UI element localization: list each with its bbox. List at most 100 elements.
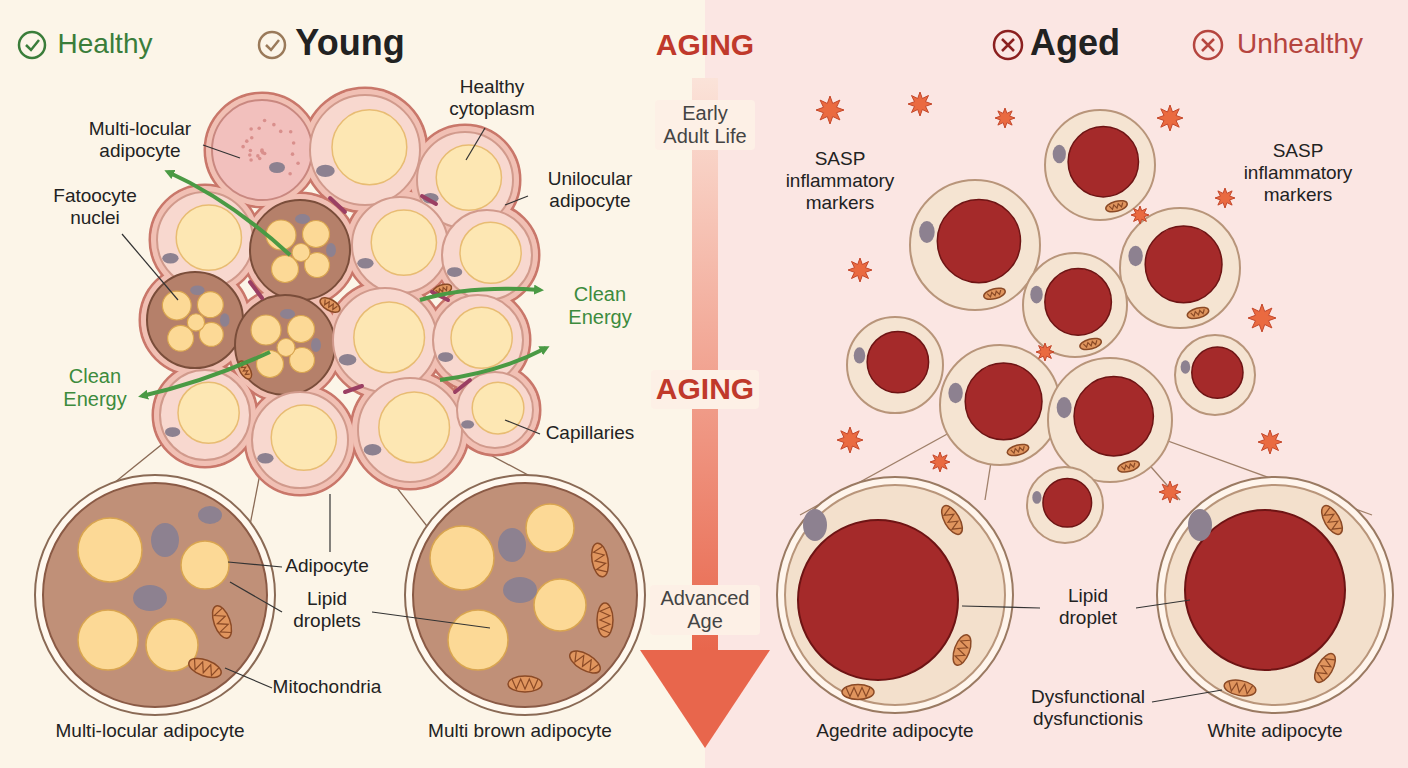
mitochondrion-cristae [1121, 463, 1136, 470]
granule [257, 126, 261, 130]
sasp-star [1248, 304, 1276, 332]
lipid-droplet [78, 518, 142, 582]
leader-line [505, 196, 528, 205]
label-text: Lipid droplet [1043, 585, 1133, 629]
sasp-star [837, 427, 863, 453]
granule [249, 158, 253, 162]
granular-cell [212, 100, 312, 200]
granule [296, 161, 300, 165]
nucleus [198, 506, 222, 524]
label-text: Aged [1030, 22, 1120, 63]
cross-icon [994, 31, 1022, 59]
mitochondrion-cristae [1011, 446, 1026, 453]
nucleus [280, 309, 295, 319]
nucleus [316, 165, 335, 177]
label-text: White adipocyte [1207, 720, 1342, 742]
leader-line [122, 234, 178, 300]
lipid-droplet [867, 331, 928, 392]
lipid-droplet [78, 610, 138, 670]
lipid-droplet [379, 392, 450, 463]
nucleus [498, 528, 526, 562]
mitochondrion-cristae [512, 679, 538, 689]
nucleus [438, 352, 453, 362]
mitochondrion-cristae [942, 507, 962, 532]
check-mark [26, 40, 39, 50]
label-text: Healthy cytoplasm [432, 76, 552, 120]
mitochondrion [1311, 650, 1340, 685]
tissue-fill [246, 386, 354, 494]
nucleus [1181, 360, 1191, 374]
brown-cell [250, 200, 350, 300]
nucleus [269, 162, 285, 173]
leader-line [962, 606, 1040, 608]
granule [241, 145, 245, 149]
lipid-droplet [1192, 347, 1243, 398]
mitochondrion-cristae [191, 659, 219, 677]
nucleus [1057, 397, 1072, 418]
cross-mark [1202, 39, 1214, 51]
mitochondrion-body [209, 603, 236, 640]
leader-line [1152, 690, 1222, 702]
label-text: Capillaries [546, 422, 635, 444]
unilocular-cell [252, 392, 348, 488]
energy-arrow [142, 352, 270, 396]
nucleus [339, 354, 357, 365]
sasp-star [1159, 481, 1181, 503]
sasp-star [848, 258, 872, 282]
granule [272, 123, 276, 127]
nucleus [162, 253, 178, 264]
nucleus [295, 214, 310, 224]
lipid-droplet [460, 222, 521, 283]
mitochondrion [318, 295, 343, 316]
unilocular-cell [442, 210, 532, 300]
zoom-ring [777, 477, 1013, 713]
granule [249, 127, 253, 131]
label-text: Unhealthy [1237, 28, 1363, 60]
label-text: Healthy [58, 28, 153, 60]
mitochondrion-body [949, 632, 974, 667]
leader-line [230, 582, 282, 612]
sasp-star [1215, 188, 1235, 208]
mitochondrion-cristae [1322, 507, 1342, 532]
label-text: Multi brown adipocyte [428, 720, 612, 742]
nucleus [220, 313, 230, 326]
granule [249, 149, 253, 153]
mitochondrion-body [983, 286, 1007, 301]
aged-cell [1027, 467, 1103, 543]
nucleus [1053, 145, 1066, 164]
granule [289, 130, 293, 134]
unilocular-cell [333, 288, 437, 392]
lipid-droplet [430, 526, 494, 590]
aged-cell [1175, 335, 1255, 415]
mitochondrion-cristae [987, 290, 1002, 297]
energy-arrow [420, 289, 540, 300]
lipid-droplet [272, 256, 299, 283]
zoom-ring [1157, 477, 1393, 713]
mitochondrion [508, 676, 542, 692]
mitochondrion [1079, 336, 1103, 351]
mitochondrion-cristae [1315, 655, 1335, 680]
mitochondrion-cristae [571, 651, 599, 673]
label-text: Adipocyte [285, 555, 368, 577]
label-text: Clean Energy [55, 365, 135, 411]
mitochondrion-body [1079, 336, 1103, 351]
zoom-cell [785, 485, 1005, 705]
granule [263, 119, 267, 123]
capillary [422, 196, 436, 204]
zoom-ring [405, 475, 645, 715]
capillary [455, 380, 470, 392]
zoom-ring [35, 475, 275, 715]
label-text: Young [295, 22, 404, 63]
label-text: AGING [656, 28, 754, 63]
tissue-outline [243, 193, 357, 307]
label-text: Multi-locular adipocyte [70, 118, 210, 162]
lipid-droplet [187, 314, 204, 331]
nucleus [257, 453, 273, 464]
leader-line [329, 494, 330, 552]
mitochondrion-cristae [1083, 340, 1098, 347]
energy-arrow [440, 348, 546, 380]
label-text: Mitochondria [273, 676, 382, 698]
unilocular-cell [352, 197, 448, 293]
zoom-cell [413, 483, 637, 707]
leader-line [228, 562, 282, 567]
